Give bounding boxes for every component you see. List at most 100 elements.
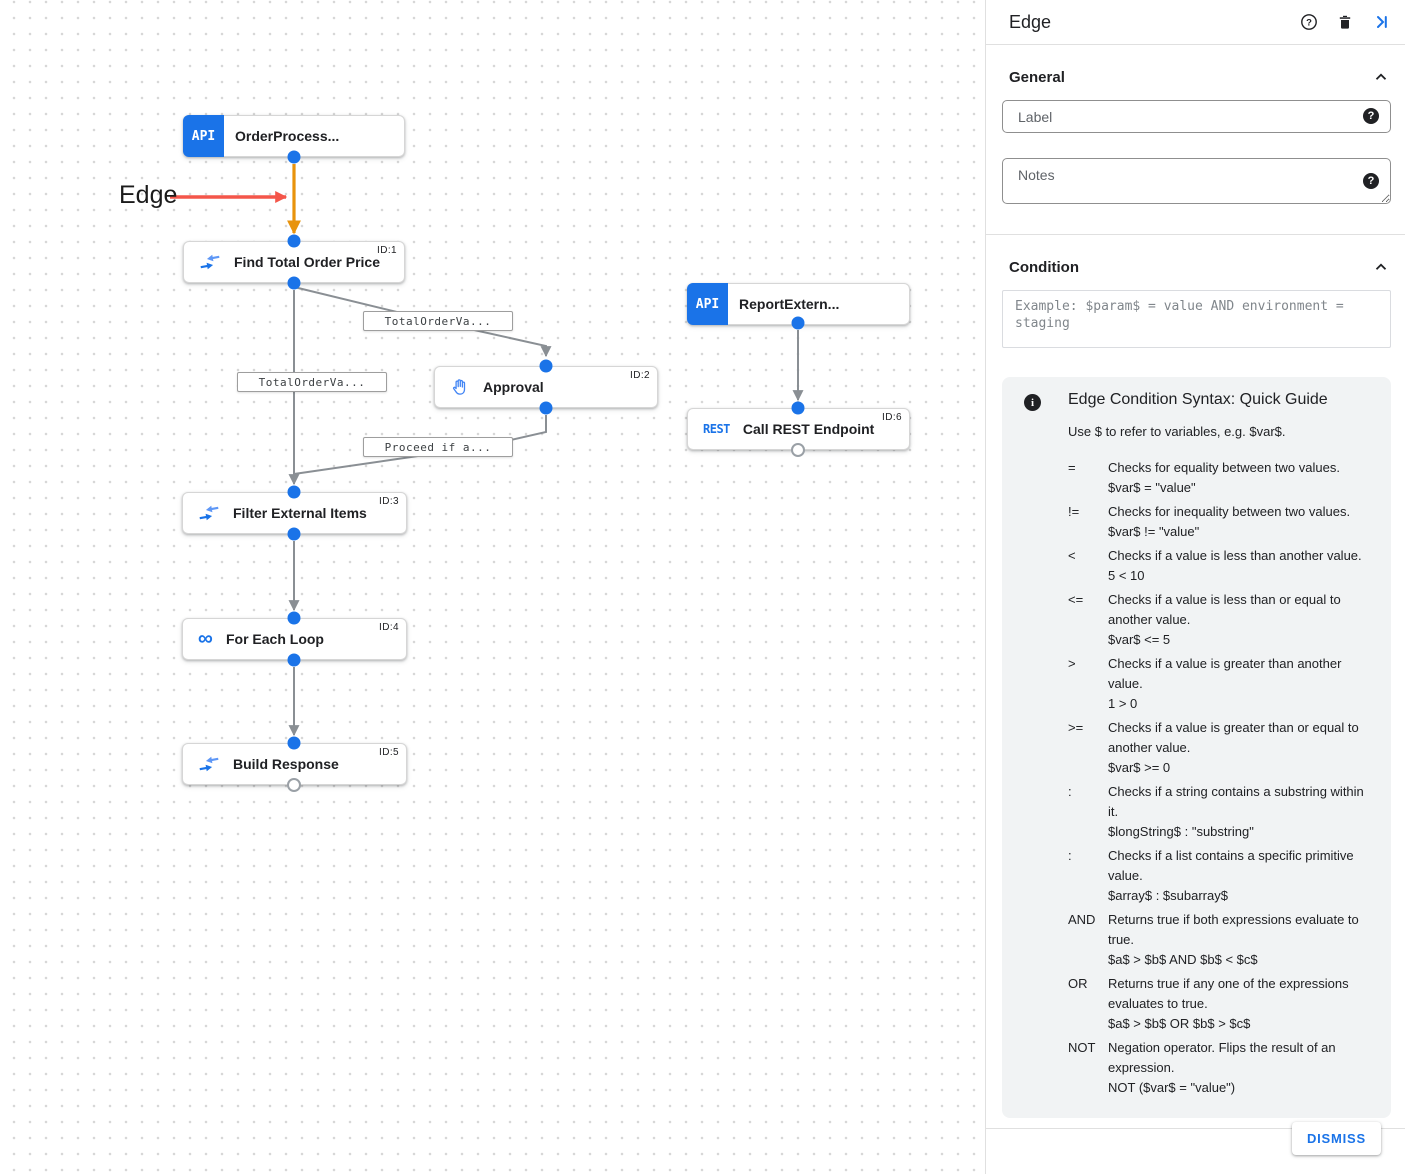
hand-icon <box>452 379 466 395</box>
node-for-each-loop[interactable]: ID:4 ∞ For Each Loop <box>182 618 407 660</box>
node-title: Filter External Items <box>233 505 367 521</box>
guide-row: < Checks if a value is less than another … <box>1068 546 1381 586</box>
node-find-total-order-price[interactable]: ID:1 Find Total Order Price <box>183 241 405 283</box>
node-title: Approval <box>483 379 544 395</box>
node-build-response[interactable]: ID:5 Build Response <box>182 743 407 785</box>
panel-footer: DISMISS <box>986 1122 1405 1174</box>
section-title: General <box>1009 68 1065 86</box>
guide-description: Checks if a value is greater than anothe… <box>1108 654 1381 714</box>
node-title: Find Total Order Price <box>234 254 380 270</box>
guide-title: Edge Condition Syntax: Quick Guide <box>1068 391 1328 408</box>
dismiss-button[interactable]: DISMISS <box>1291 1122 1381 1155</box>
guide-row: NOT Negation operator. Flips the result o… <box>1068 1038 1381 1098</box>
guide-operator: = <box>1068 460 1076 475</box>
guide-description: Negation operator. Flips the result of a… <box>1108 1038 1381 1098</box>
delete-icon[interactable] <box>1336 13 1354 31</box>
node-title: ReportExtern... <box>739 296 840 312</box>
edge-label[interactable]: TotalOrderVa... <box>237 372 387 392</box>
notes-input[interactable] <box>1002 158 1391 204</box>
node-title: For Each Loop <box>225 631 324 647</box>
node-title: OrderProcess... <box>235 128 340 144</box>
section-general-header[interactable]: General <box>986 68 1405 86</box>
guide-operator: >= <box>1068 720 1084 735</box>
chevron-up-icon[interactable] <box>1372 68 1390 86</box>
edges-layer <box>170 164 804 737</box>
guide-row: :Checks if a string contains a substring… <box>1068 782 1381 842</box>
node-call-rest-endpoint[interactable]: ID:6 REST Call REST Endpoint <box>687 408 910 450</box>
node-id-badge: ID:3 <box>379 496 399 507</box>
guide-row: <= Checks if a value is less than or equa… <box>1068 590 1381 650</box>
guide-example: $var$ = "value" <box>1108 480 1196 495</box>
notes-help-icon[interactable]: ? <box>1363 173 1379 189</box>
node-id-badge: ID:2 <box>630 370 650 381</box>
node-title: Build Response <box>233 756 339 772</box>
edge-approval-to-filter[interactable] <box>293 415 547 475</box>
guide-description: Checks if a value is less than or equal … <box>1108 590 1381 650</box>
chevron-up-icon[interactable] <box>1372 258 1390 276</box>
collapse-panel-icon[interactable] <box>1372 13 1390 31</box>
guide-example: $var$ != "value" <box>1108 524 1200 539</box>
node-reportextern[interactable]: API ReportExtern... <box>687 283 910 325</box>
workflow-canvas[interactable]: TotalOrderVa... TotalOrderVa... Proceed … <box>0 0 985 1174</box>
guide-row: AND Returns true if both expressions eval… <box>1068 910 1381 970</box>
guide-operator: : <box>1068 848 1072 863</box>
guide-example: $var$ <= 5 <box>1108 632 1171 647</box>
guide-example: 1 > 0 <box>1108 696 1138 711</box>
section-title: Condition <box>1009 258 1079 276</box>
guide-example: $a$ > $b$ OR $b$ > $c$ <box>1108 1016 1251 1031</box>
guide-intro: Use $ to refer to variables, e.g. $var$. <box>1068 424 1286 439</box>
guide-example: NOT ($var$ = "value") <box>1108 1080 1236 1095</box>
data-mapping-icon <box>200 254 220 270</box>
guide-description: Returns true if any one of the expressio… <box>1108 974 1381 1034</box>
node-id-badge: ID:5 <box>379 747 399 758</box>
guide-row: >= Checks if a value is greater than or e… <box>1068 718 1381 778</box>
info-icon: i <box>1024 394 1041 411</box>
edge-properties-panel: Edge ? General ? ? Condition <box>985 0 1405 1174</box>
label-input[interactable] <box>1002 100 1391 133</box>
node-title: Call REST Endpoint <box>742 421 875 437</box>
rest-icon: REST <box>703 422 730 436</box>
node-id-badge: ID:4 <box>379 622 399 633</box>
guide-description: Returns true if both expressions evaluat… <box>1108 910 1381 970</box>
panel-header: Edge ? <box>986 0 1405 45</box>
guide-row: =Checks for equality between two values.… <box>1068 458 1381 498</box>
guide-operator: <= <box>1068 592 1084 607</box>
section-condition-header[interactable]: Condition <box>986 258 1405 276</box>
node-filter-external-items[interactable]: ID:3 Filter External Items <box>182 492 407 534</box>
guide-row: > Checks if a value is greater than anoth… <box>1068 654 1381 714</box>
api-trigger-icon: API <box>687 283 728 325</box>
guide-operator: : <box>1068 784 1072 799</box>
guide-rows: =Checks for equality between two values.… <box>1068 458 1381 1098</box>
edge-label[interactable]: Proceed if a... <box>363 437 513 457</box>
guide-description: Checks if a value is less than another v… <box>1108 546 1381 586</box>
svg-text:?: ? <box>1306 18 1312 29</box>
guide-example: $array$ : $subarray$ <box>1108 888 1228 903</box>
guide-description: Checks if a value is greater than or equ… <box>1108 718 1381 778</box>
guide-example: $longString$ : "substring" <box>1108 824 1254 839</box>
help-icon[interactable]: ? <box>1300 13 1318 31</box>
label-help-icon[interactable]: ? <box>1363 108 1379 124</box>
node-approval[interactable]: ID:2 Approval <box>434 366 658 408</box>
edge-find-to-approval[interactable] <box>293 286 552 358</box>
condition-input[interactable] <box>1002 290 1391 348</box>
guide-operator: < <box>1068 548 1076 563</box>
node-orderprocess[interactable]: API OrderProcess... <box>183 115 405 157</box>
loop-icon: ∞ <box>198 627 213 650</box>
guide-operator: > <box>1068 656 1076 671</box>
panel-title: Edge <box>1009 11 1052 32</box>
guide-example: 5 < 10 <box>1108 568 1145 583</box>
divider <box>986 234 1405 235</box>
guide-operator: NOT <box>1068 1040 1096 1055</box>
guide-operator: OR <box>1068 976 1088 991</box>
node-id-badge: ID:6 <box>882 412 902 423</box>
data-mapping-icon <box>199 505 219 521</box>
guide-example: $a$ > $b$ AND $b$ < $c$ <box>1108 952 1258 967</box>
condition-syntax-guide: i Edge Condition Syntax: Quick Guide Use… <box>1002 377 1391 1118</box>
guide-description: Checks if a list contains a specific pri… <box>1108 846 1381 906</box>
data-mapping-icon <box>199 756 219 772</box>
edge-label[interactable]: TotalOrderVa... <box>363 311 513 331</box>
api-trigger-icon: API <box>183 115 224 157</box>
guide-operator: AND <box>1068 912 1096 927</box>
guide-row: : Checks if a list contains a specific pr… <box>1068 846 1381 906</box>
guide-row: OR Returns true if any one of the express… <box>1068 974 1381 1034</box>
